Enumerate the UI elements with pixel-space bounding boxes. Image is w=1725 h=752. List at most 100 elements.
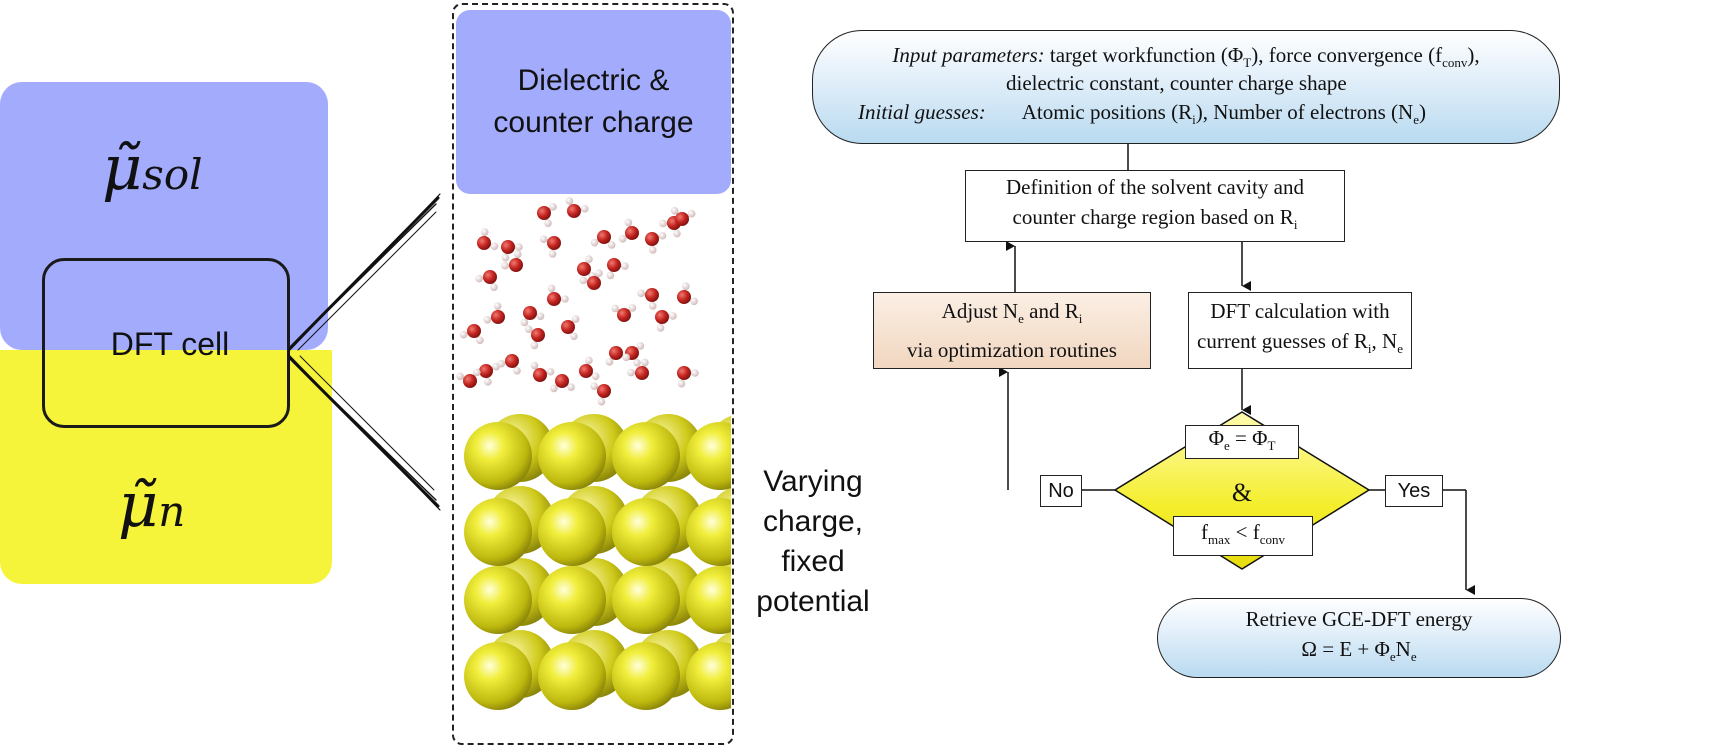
hydrogen-atom	[456, 372, 464, 381]
oxygen-atom	[597, 384, 611, 398]
adjust-line1-sub1: e	[1018, 311, 1024, 327]
slab-frame	[452, 3, 734, 745]
mu-sol-subscript: sol	[142, 150, 203, 199]
hydrogen-atom	[691, 369, 699, 377]
hydrogen-atom	[513, 367, 521, 375]
input-line1-sub1: T	[1243, 55, 1252, 71]
hydrogen-atom	[641, 358, 649, 367]
oxygen-atom	[523, 306, 537, 320]
hydrogen-atom	[476, 336, 484, 345]
hydrogen-atom	[493, 302, 502, 310]
adjust-line1-mid: and R	[1023, 299, 1079, 324]
dft-calculation-box: DFT calculation with current guesses of …	[1188, 292, 1412, 369]
dft-calc-line2-mid: , N	[1371, 329, 1398, 354]
input-line3-sub1: i	[1192, 112, 1196, 128]
oxygen-atom	[617, 308, 631, 322]
adjust-line1-text: Adjust N	[941, 299, 1019, 324]
hydrogen-atom	[627, 368, 635, 377]
hydrogen-atom	[682, 282, 690, 290]
hydrogen-atom	[624, 218, 633, 227]
hydrogen-atom	[524, 325, 533, 333]
mu-n-symbol: μ̃	[118, 468, 159, 541]
gold-atom	[612, 498, 680, 566]
hydrogen-atom	[585, 356, 593, 365]
gold-slab	[464, 414, 731, 710]
hydrogen-atom	[628, 304, 637, 312]
gold-atom	[538, 566, 606, 634]
oxygen-atom	[531, 328, 545, 342]
output-line-2: Ω = E + ΦeNe	[1301, 634, 1416, 672]
hydrogen-atom	[501, 253, 510, 262]
hydrogen-atom	[648, 246, 657, 254]
hydrogen-atom	[579, 276, 588, 285]
hydrogen-atom	[597, 397, 606, 406]
hydrogen-atom	[607, 241, 616, 249]
hydrogen-atom	[648, 302, 657, 310]
oxygen-atom	[509, 258, 523, 272]
gold-atom	[464, 498, 532, 566]
hydrogen-atom	[548, 250, 557, 258]
oxygen-atom	[483, 270, 497, 284]
dielectric-region: Dielectric & counter charge	[456, 10, 731, 194]
adjust-line-1: Adjust Ne and Ri	[942, 296, 1083, 334]
hydrogen-atom	[530, 341, 539, 350]
no-label: No	[1040, 475, 1082, 507]
hydrogen-atom	[459, 330, 468, 339]
output-line2-sub1: e	[1389, 649, 1396, 665]
cond2-a: f	[1200, 519, 1208, 544]
oxygen-atom	[567, 204, 581, 218]
cond2-sub-a: max	[1207, 532, 1231, 548]
oxygen-atom	[645, 288, 659, 302]
hydrogen-atom	[622, 353, 630, 362]
hydrogen-atom	[561, 295, 569, 303]
hydrogen-atom	[475, 274, 483, 283]
output-line2-text: Ω = E + Φ	[1301, 636, 1390, 661]
hydrogen-atom	[544, 219, 552, 228]
slab-caption-line-4: potential	[756, 585, 870, 618]
input-line3-mid: ), Number of electrons (N	[1195, 100, 1414, 124]
hydrogen-atom	[550, 384, 558, 393]
cond2-sub-b: conv	[1259, 532, 1286, 548]
hydrogen-atom	[539, 235, 548, 243]
oxygen-atom	[561, 320, 575, 334]
hydrogen-atom	[656, 324, 665, 332]
hydrogen-atom	[633, 359, 641, 367]
hydrogen-atom	[687, 209, 696, 218]
condition-force-box: fmax < fconv	[1173, 516, 1313, 556]
dft-cell-box	[42, 258, 290, 428]
hydrogen-atom	[497, 359, 506, 368]
hydrogen-atom	[530, 361, 539, 370]
adjust-line-2: via optimization routines	[907, 337, 1117, 362]
gold-atom	[538, 498, 606, 566]
slab-caption: Varying charge, fixed potential	[748, 462, 878, 622]
hydrogen-atom	[570, 332, 578, 341]
oxygen-atom	[597, 230, 611, 244]
oxygen-atom	[533, 368, 547, 382]
hydrogen-atom	[483, 316, 492, 324]
input-parameters-box	[812, 30, 1560, 144]
oxygen-atom	[547, 236, 561, 250]
hydrogen-atom	[580, 205, 589, 213]
dft-calc-line2-sub1: i	[1367, 341, 1372, 357]
hydrogen-atom	[658, 231, 667, 240]
hydrogen-atom	[669, 312, 677, 320]
initial-guesses-label: Initial guesses:	[858, 100, 986, 124]
input-line-2: dielectric constant, counter charge shap…	[1006, 71, 1347, 95]
input-line1-text: target workfunction (Φ	[1049, 43, 1244, 67]
hydrogen-atom	[546, 367, 555, 376]
gold-atom	[538, 422, 606, 490]
condition-1: Φe = ΦT	[1209, 423, 1276, 461]
gold-atom	[686, 498, 731, 566]
oxygen-atom	[677, 290, 691, 304]
input-params-label: Input parameters:	[892, 43, 1045, 67]
hydrogen-atom	[590, 238, 599, 247]
input-line1-sub2: conv	[1442, 55, 1468, 71]
electrode-region	[0, 350, 332, 584]
oxygen-atom	[675, 212, 689, 226]
oxygen-atom	[609, 346, 623, 360]
input-line1-mid: ), force convergence (f	[1251, 43, 1443, 67]
water-molecules	[456, 197, 699, 406]
hydrogen-atom	[501, 261, 509, 270]
output-energy-box: Retrieve GCE-DFT energy Ω = E + ΦeNe	[1157, 598, 1561, 678]
oxygen-atom	[477, 236, 491, 250]
